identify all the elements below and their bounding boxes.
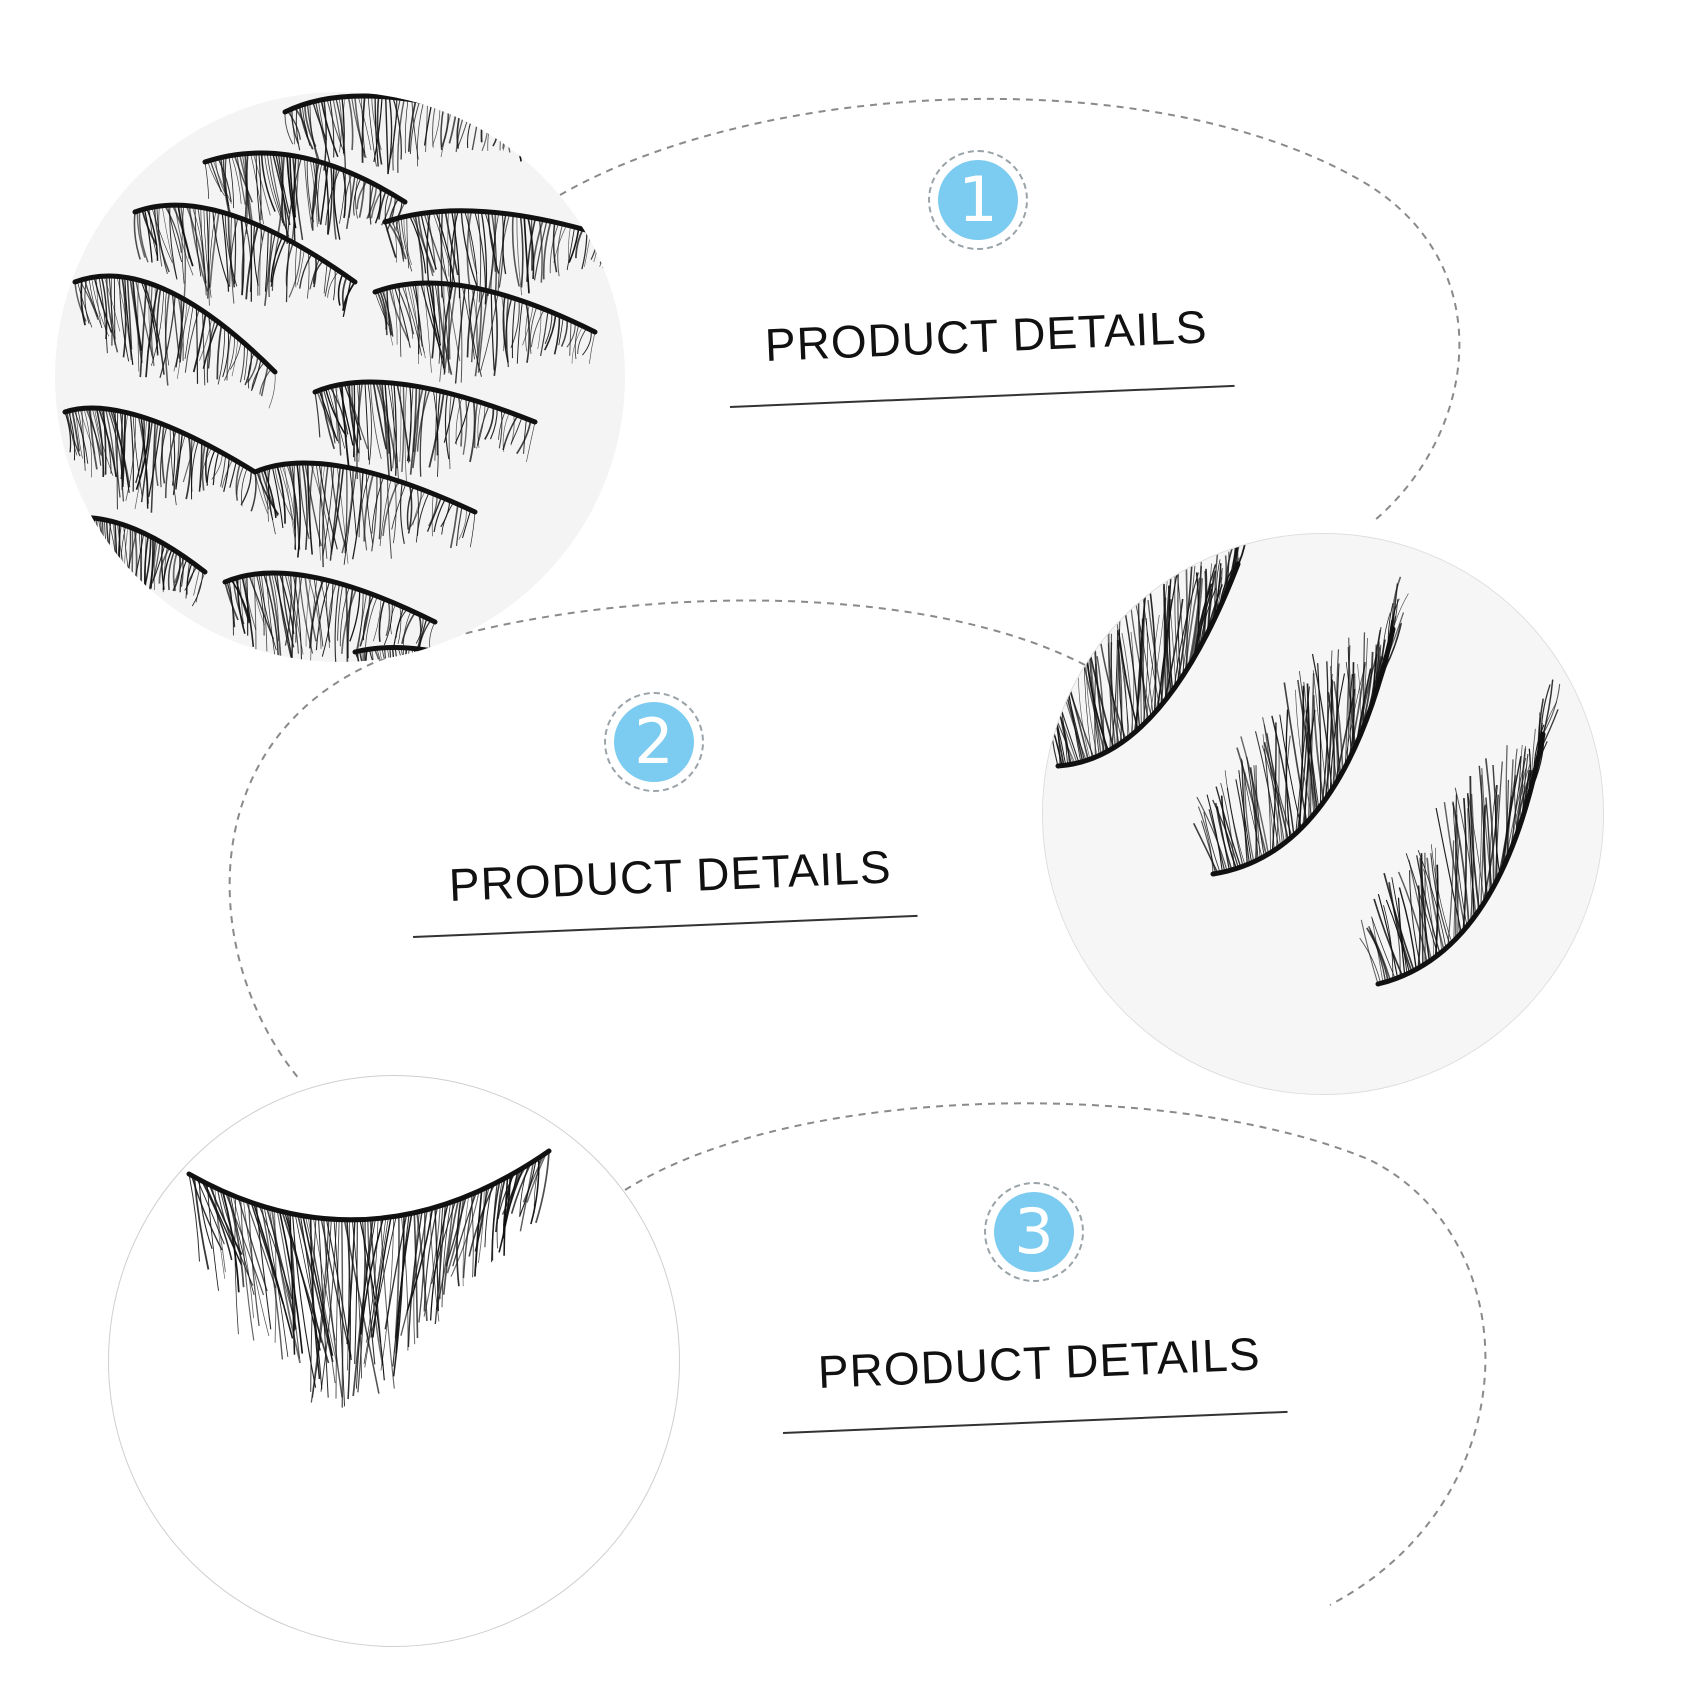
photo-lash-tray-many xyxy=(55,92,625,662)
connector-bottom xyxy=(624,1102,1487,1606)
photo-lash-tray-three xyxy=(1042,533,1604,1095)
photo-single-lash xyxy=(108,1075,680,1647)
step-number-1: 1 xyxy=(938,160,1018,240)
step-number-2: 2 xyxy=(614,702,694,782)
connector-middle xyxy=(228,599,1086,1081)
step-badge-3: 3 xyxy=(984,1182,1084,1282)
step-badge-2: 2 xyxy=(604,692,704,792)
step-number-3: 3 xyxy=(994,1192,1074,1272)
step-badge-1: 1 xyxy=(928,150,1028,250)
